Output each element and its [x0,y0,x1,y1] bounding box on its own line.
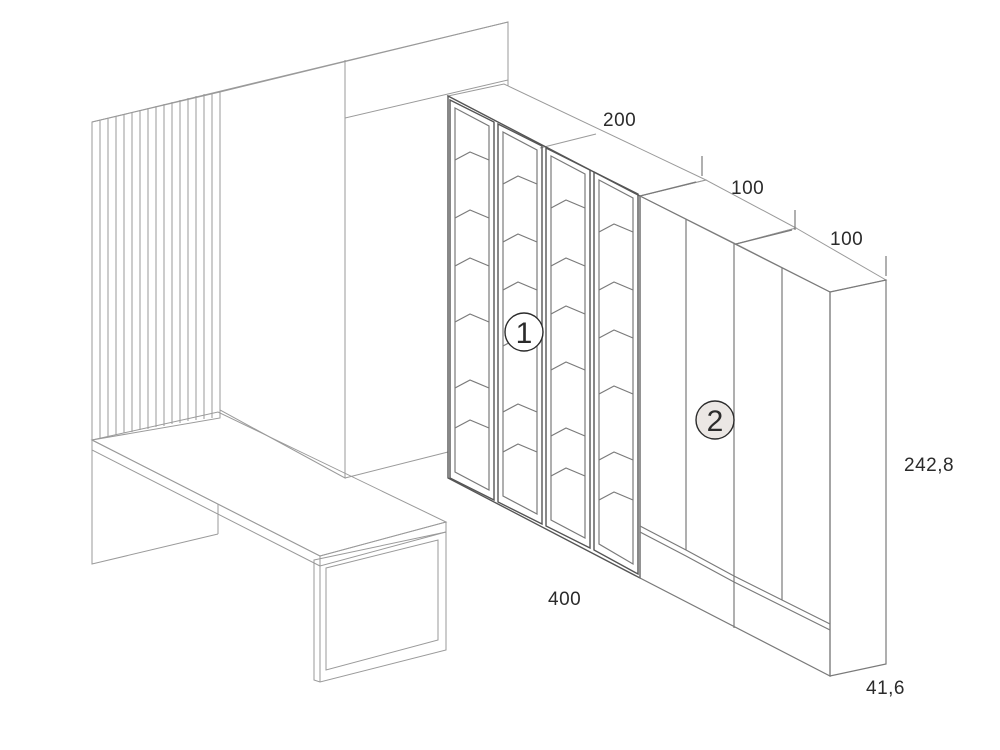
dimension-ticks [701,156,887,276]
dimension-label-200: 200 [603,110,636,131]
badge-circle [695,400,735,440]
desk [90,411,448,683]
dimension-label-height: 242,8 [904,455,954,476]
bookcase-module [447,94,641,580]
dimension-label-depth: 41,6 [866,678,905,699]
badge-module-1: 1 [504,312,544,352]
wall-slats [99,93,213,438]
glass-door-2 [497,122,543,526]
room-walls [91,21,509,479]
dimension-label-100-a: 100 [731,178,764,199]
glass-door-4 [593,170,639,576]
glass-door-1 [449,98,495,502]
glass-door-3 [545,146,591,550]
badge-module-2: 2 [695,400,735,440]
wardrobe-module [639,195,887,677]
dimension-label-100-b: 100 [830,229,863,250]
badge-label: 1 [516,317,533,350]
badge-circle [504,312,544,352]
badge-label: 2 [707,405,724,438]
shelves [454,151,634,501]
wardrobe-top [446,83,888,293]
dimension-label-total-width: 400 [548,589,581,610]
